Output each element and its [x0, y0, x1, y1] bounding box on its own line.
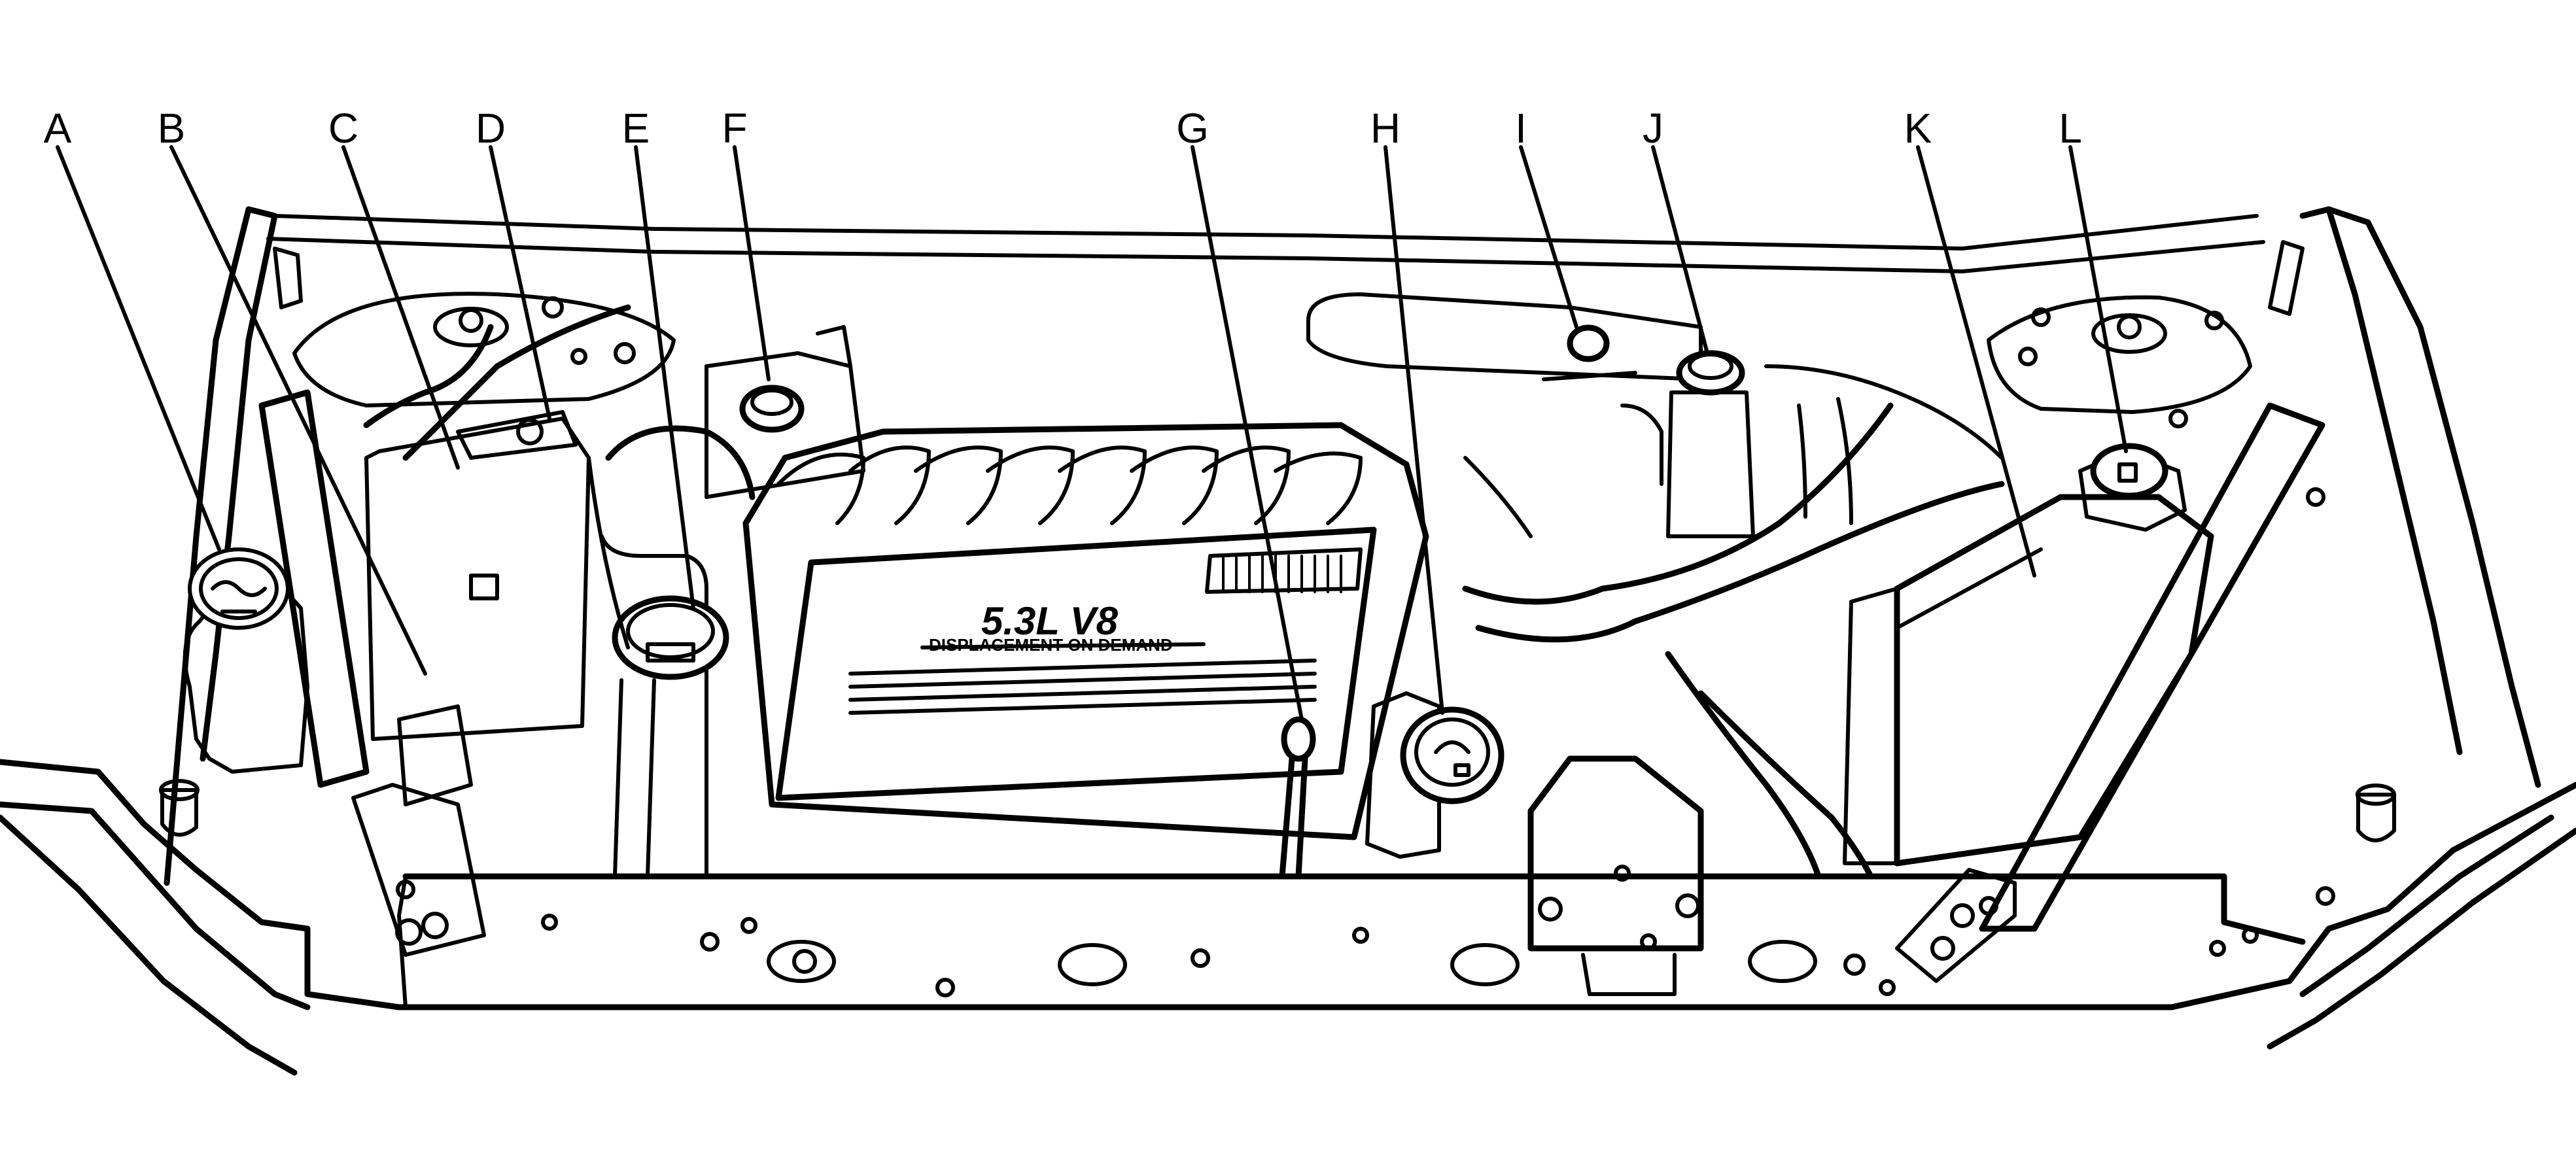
brake-fluid-cap: [1306, 292, 1703, 381]
callout-c: C: [328, 105, 358, 152]
leader-d: [489, 145, 551, 421]
callout-a: A: [44, 105, 72, 152]
callout-g: G: [1176, 105, 1209, 152]
leader-j: [1651, 145, 1709, 355]
engine-mount: [1527, 755, 1704, 996]
callout-j: J: [1643, 105, 1663, 152]
wiring-harness: [363, 304, 2005, 880]
fluid-reservoir-j: [1666, 350, 1755, 538]
power-steering-cap: [705, 325, 865, 499]
engine-badge-subtitle: DISPLACEMENT ON DEMAND: [929, 635, 1173, 655]
callout-d: D: [476, 105, 506, 152]
washer-fluid-reservoir: [183, 547, 309, 774]
leader-f: [733, 145, 771, 381]
oil-fill-cap: [1365, 691, 1505, 859]
callout-l: L: [2059, 105, 2082, 152]
leader-i: [1519, 145, 1578, 329]
leader-e: [634, 145, 695, 610]
fuse-block: [364, 410, 591, 806]
leader-k: [1916, 145, 2036, 577]
leader-lines: [56, 145, 2128, 721]
air-cleaner: [1843, 494, 2214, 867]
leader-g: [1191, 145, 1304, 721]
callout-i: I: [1515, 105, 1527, 152]
body-outline: [0, 206, 2576, 1076]
leader-a: [56, 145, 221, 551]
callout-b: B: [158, 105, 186, 152]
callout-e: E: [622, 105, 650, 152]
right-prop-bracket: [1895, 402, 2325, 983]
leader-l: [2068, 145, 2128, 453]
callout-f: F: [722, 105, 747, 152]
leader-c: [341, 145, 460, 470]
callout-k: K: [1904, 105, 1932, 152]
leader-h: [1384, 145, 1444, 715]
leader-b: [169, 145, 427, 676]
engine-badge-title: 5.3L V8: [981, 599, 1119, 643]
oil-dipstick: [1279, 716, 1316, 880]
intake-manifold: 5.3L V8 DISPLACEMENT ON DEMAND: [742, 422, 1429, 840]
coolant-cap: [600, 534, 729, 878]
strut-towers: [292, 292, 2325, 507]
callout-h: H: [1370, 105, 1401, 152]
cap-l: [2078, 443, 2187, 532]
callout-letters: A B C D E F G H I J K L: [44, 105, 2082, 152]
radiator-support: [159, 779, 2396, 1009]
